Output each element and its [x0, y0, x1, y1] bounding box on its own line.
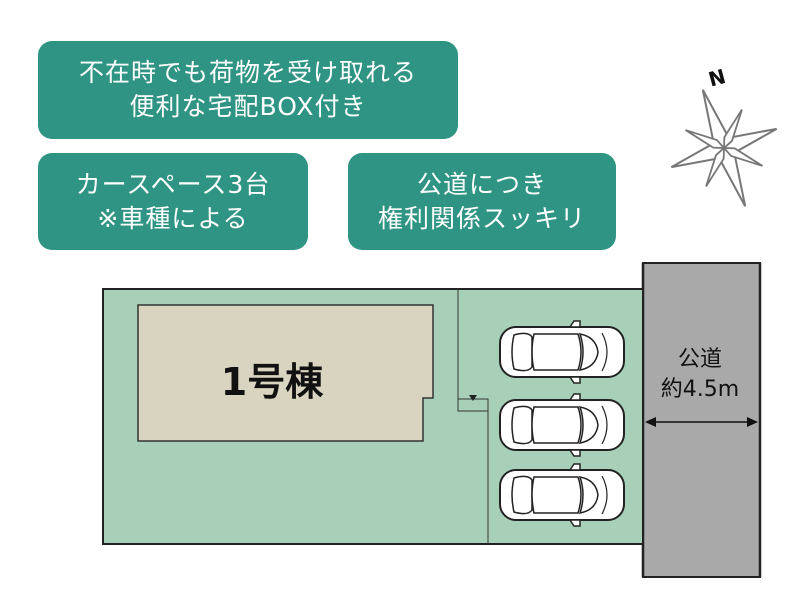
feature-badge-delivery-box: 不在時でも荷物を受け取れる 便利な宅配BOX付き: [38, 41, 458, 139]
road-label: 公道: [678, 347, 722, 372]
parking-car-icon: [499, 393, 625, 457]
compass-rose-icon: N: [670, 64, 778, 207]
road-width-label: 約4.5m: [661, 377, 739, 402]
badge-parking-line2: ※車種による: [97, 203, 249, 233]
badge-road-line1: 公道につき: [416, 169, 547, 199]
building-label: 1号棟: [221, 360, 324, 404]
badge-parking-line1: カースペース3台: [75, 169, 271, 199]
building-footprint: [137, 304, 434, 442]
badge-delivery-line1: 不在時でも荷物を受け取れる: [78, 58, 417, 87]
badge-road-line2: 権利関係スッキリ: [377, 203, 586, 233]
badge-delivery-line2: 便利な宅配BOX付き: [129, 92, 367, 121]
entrance-arrow-icon: [469, 395, 477, 401]
compass-north-label: N: [706, 64, 728, 92]
feature-badge-public-road: 公道につき 権利関係スッキリ: [348, 153, 616, 250]
feature-badge-parking: カースペース3台 ※車種による: [38, 153, 308, 250]
public-road: [642, 262, 761, 578]
parking-car-icon: [499, 463, 625, 527]
parking-car-icon: [499, 320, 625, 384]
